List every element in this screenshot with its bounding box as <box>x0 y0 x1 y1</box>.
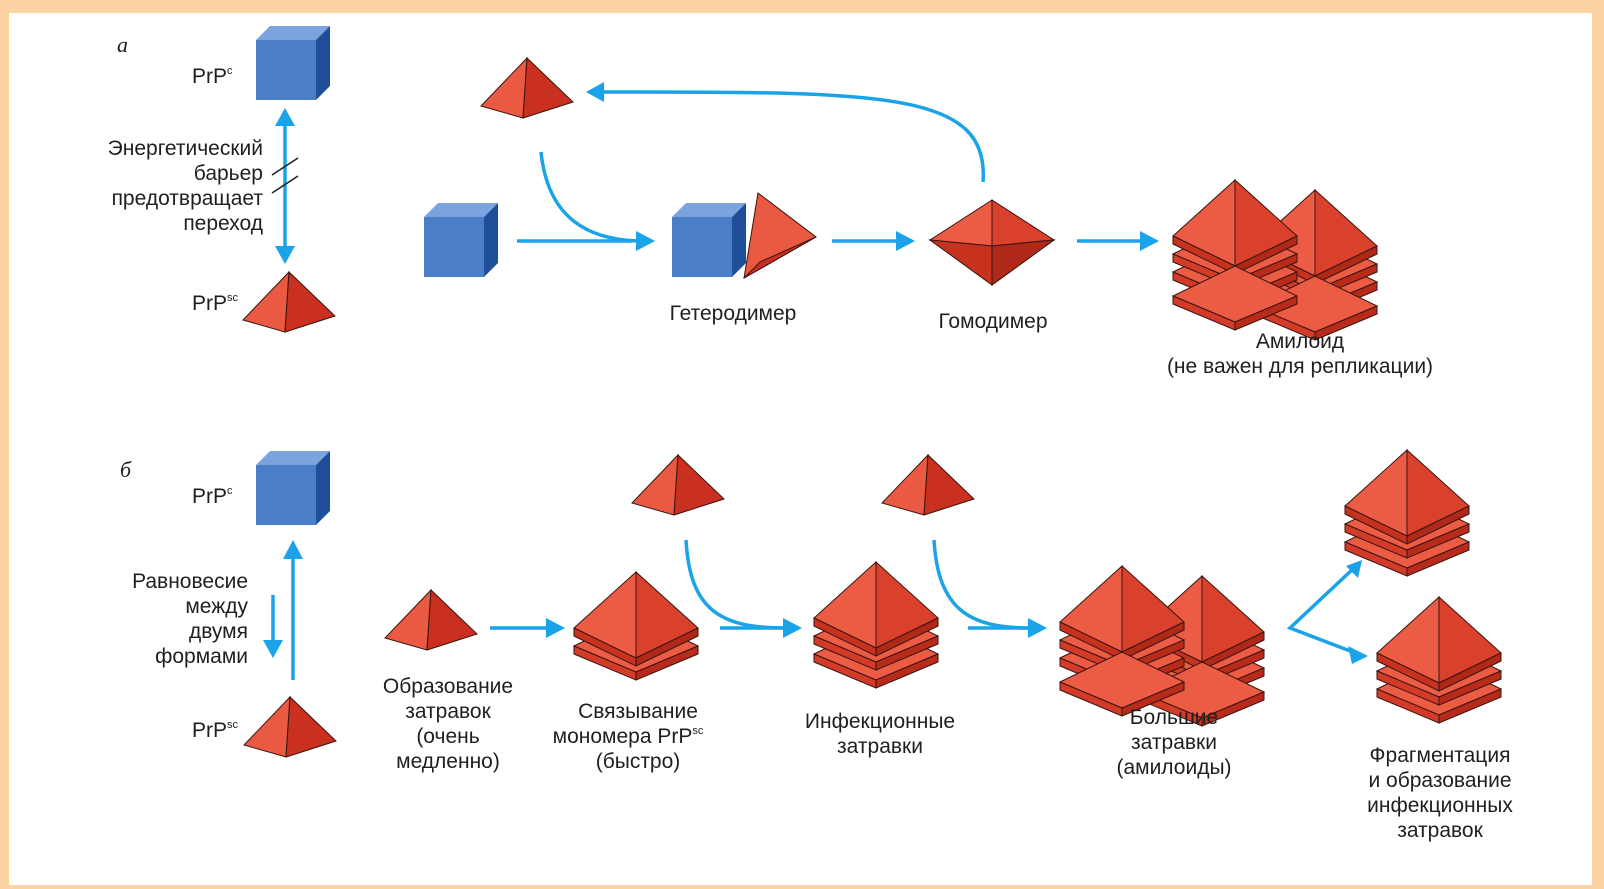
svg-text:предотвращает: предотвращает <box>112 187 264 210</box>
fragment-seed-top-icon <box>1345 450 1469 576</box>
prpc-label-b: PrPc <box>192 485 233 508</box>
prpsc-label-a: PrPsc <box>192 292 239 315</box>
binding-text: Связывание мономера PrPsc (быстро) <box>553 700 704 773</box>
curve-arrow-b2 <box>932 539 1031 630</box>
cube-prpc-b-icon <box>256 451 330 525</box>
curve-arrow-b1 <box>684 539 786 630</box>
homodimer-label: Гомодимер <box>938 310 1047 333</box>
amyloid-note: (не важен для репликации) <box>1167 355 1433 378</box>
fragmentation-text: Фрагментация и образование инфекционных … <box>1367 744 1513 842</box>
barrier-mark <box>271 157 299 176</box>
svg-text:между: между <box>185 595 248 618</box>
svg-text:(очень: (очень <box>416 725 479 748</box>
svg-text:затравок: затравок <box>405 700 491 723</box>
loop-arrow <box>599 90 985 183</box>
fragmentation-arrows <box>1286 566 1359 656</box>
homodimer-icon <box>928 199 1056 286</box>
cube-prpc-icon <box>256 26 330 100</box>
diagram-frame: a PrPc Энергетический барьер предотвраща… <box>9 13 1592 885</box>
seed-formation-text: Образование затравок (очень медленно) <box>383 675 513 773</box>
pyramid-seed-icon <box>384 589 478 651</box>
pyramid-monomer-b1-icon <box>631 454 725 516</box>
svg-text:затравок: затравок <box>1397 819 1483 842</box>
svg-text:Равновесие: Равновесие <box>132 570 248 593</box>
svg-text:Большие: Большие <box>1130 706 1218 729</box>
prpsc-label-b: PrPsc <box>192 719 239 742</box>
prion-replication-diagram: a PrPc Энергетический барьер предотвраща… <box>108 26 1513 842</box>
svg-text:Энергетический: Энергетический <box>108 137 263 160</box>
pyramid-monomer-b2-icon <box>881 454 975 516</box>
large-seed-cluster-icon <box>1060 566 1264 726</box>
svg-text:медленно): медленно) <box>396 750 500 773</box>
infectious-seed-icon <box>814 562 938 688</box>
panel-a-letter: a <box>117 32 128 57</box>
svg-text:затравки: затравки <box>837 735 923 758</box>
large-seeds-text: Большие затравки (амилоиды) <box>1116 706 1231 779</box>
amyloid-label: Амилоид <box>1256 330 1344 353</box>
svg-text:переход: переход <box>183 212 263 235</box>
svg-text:барьер: барьер <box>194 162 263 185</box>
curve-arrow-a <box>539 151 641 243</box>
pyramid-prpsc-icon <box>242 271 336 333</box>
binding-stack-icon <box>574 572 698 680</box>
svg-text:(амилоиды): (амилоиды) <box>1116 756 1231 779</box>
heterodimer-label: Гетеродимер <box>670 302 797 325</box>
svg-text:мономера PrPsc: мономера PrPsc <box>553 725 704 748</box>
prpc-label-a: PrPc <box>192 65 233 88</box>
fragment-seed-bottom-icon <box>1377 597 1501 723</box>
equilibrium-text: Равновесие между двумя формами <box>132 570 248 668</box>
infectious-text: Инфекционные затравки <box>805 710 955 758</box>
cube-prpc-start-icon <box>424 203 498 277</box>
svg-text:инфекционных: инфекционных <box>1367 794 1513 817</box>
barrier-text: Энергетический барьер предотвращает пере… <box>108 137 264 235</box>
svg-text:(быстро): (быстро) <box>596 750 681 773</box>
svg-text:формами: формами <box>155 645 248 668</box>
svg-text:двумя: двумя <box>189 620 248 643</box>
svg-text:Фрагментация: Фрагментация <box>1370 744 1511 767</box>
svg-text:Связывание: Связывание <box>578 700 698 723</box>
svg-text:затравки: затравки <box>1131 731 1217 754</box>
pyramid-prpsc-b-icon <box>243 696 337 758</box>
svg-text:и образование: и образование <box>1368 769 1511 792</box>
heterodimer-icon <box>672 192 817 279</box>
svg-text:Инфекционные: Инфекционные <box>805 710 955 733</box>
amyloid-cluster-icon <box>1173 180 1377 340</box>
pyramid-monomer-icon <box>480 57 574 119</box>
panel-b-letter: б <box>120 457 132 482</box>
svg-text:Образование: Образование <box>383 675 513 698</box>
